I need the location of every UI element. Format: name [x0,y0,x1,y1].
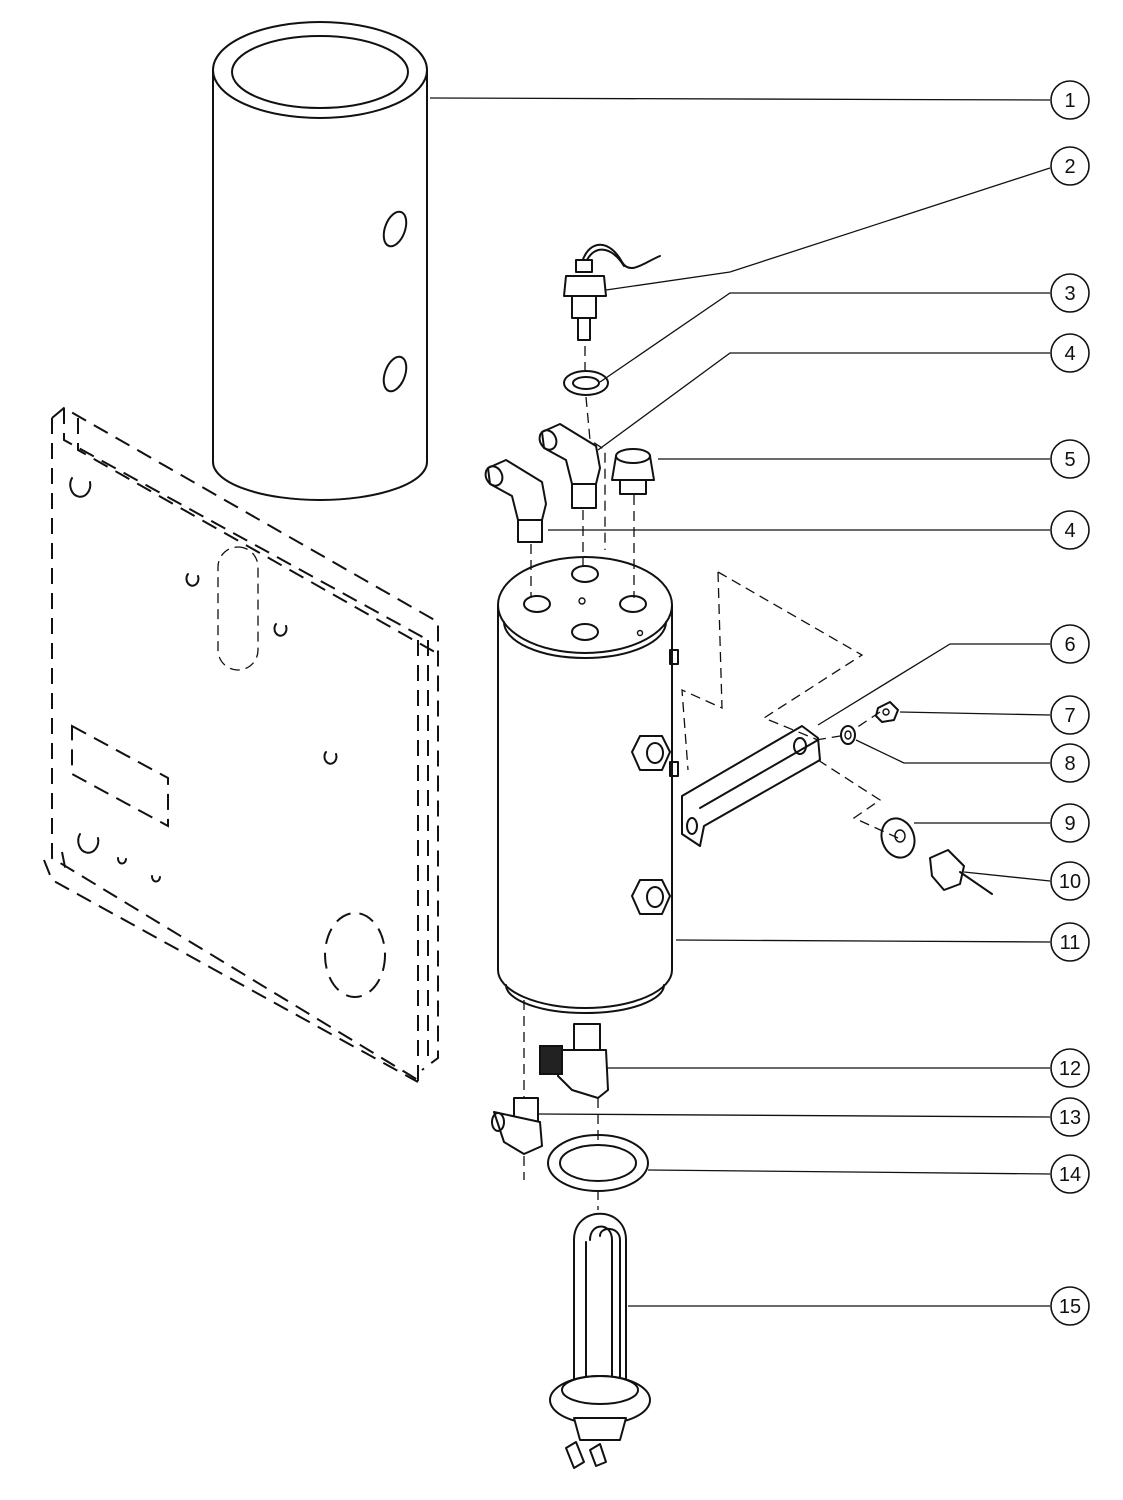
callout-15: 15 [1050,1286,1090,1326]
callout-6: 6 [1050,624,1090,664]
callout-4b: 4 [1050,510,1090,550]
hex-nut [875,701,899,723]
temperature-sensor [563,243,661,341]
callout-13-label: 13 [1059,1107,1081,1129]
callout-12-label: 12 [1059,1058,1081,1080]
lock-washer [840,725,856,745]
callout-4a: 4 [1050,333,1090,373]
callout-15-label: 15 [1059,1296,1081,1318]
callout-5: 5 [1050,439,1090,479]
callout-8: 8 [1050,743,1090,783]
callout-14-label: 14 [1059,1164,1081,1186]
callout-1-label: 1 [1064,90,1075,112]
callout-4b-label: 4 [1064,520,1075,542]
callout-10-label: 10 [1059,871,1081,893]
callout-13: 13 [1050,1097,1090,1137]
tank-body [497,556,679,1014]
hex-plug [611,448,655,495]
callout-10: 10 [1050,861,1090,901]
callout-11-label: 11 [1060,932,1081,954]
callout-12: 12 [1050,1048,1090,1088]
callout-1: 1 [1050,80,1090,120]
callout-2: 2 [1050,146,1090,186]
callout-4a-label: 4 [1064,343,1075,365]
insulation-sleeve [212,21,428,501]
alignment-lines [523,346,635,1210]
callout-9: 9 [1050,803,1090,843]
leader-lines [429,97,1051,1307]
callout-5-label: 5 [1064,449,1075,471]
elbow-fitting-lower [484,459,547,543]
heating-element [549,1212,651,1469]
elbow-fitting-upper [538,423,601,509]
callout-2-label: 2 [1064,156,1075,178]
callout-7-label: 7 [1064,705,1075,727]
callout-8-label: 8 [1064,753,1075,775]
callout-7: 7 [1050,695,1090,735]
gasket-ring [547,1134,649,1192]
mounting-bracket [681,571,864,847]
small-elbow [491,1097,543,1155]
callout-6-label: 6 [1064,634,1075,656]
callout-11: 11 [1050,922,1090,962]
drain-elbow [539,1023,609,1099]
callout-9-label: 9 [1064,813,1075,835]
sealing-washer [563,370,609,396]
callout-3: 3 [1050,273,1090,313]
callout-3-label: 3 [1064,283,1075,305]
mounting-panel [43,406,441,1083]
callout-14: 14 [1050,1154,1090,1194]
hex-bolt [815,711,993,895]
